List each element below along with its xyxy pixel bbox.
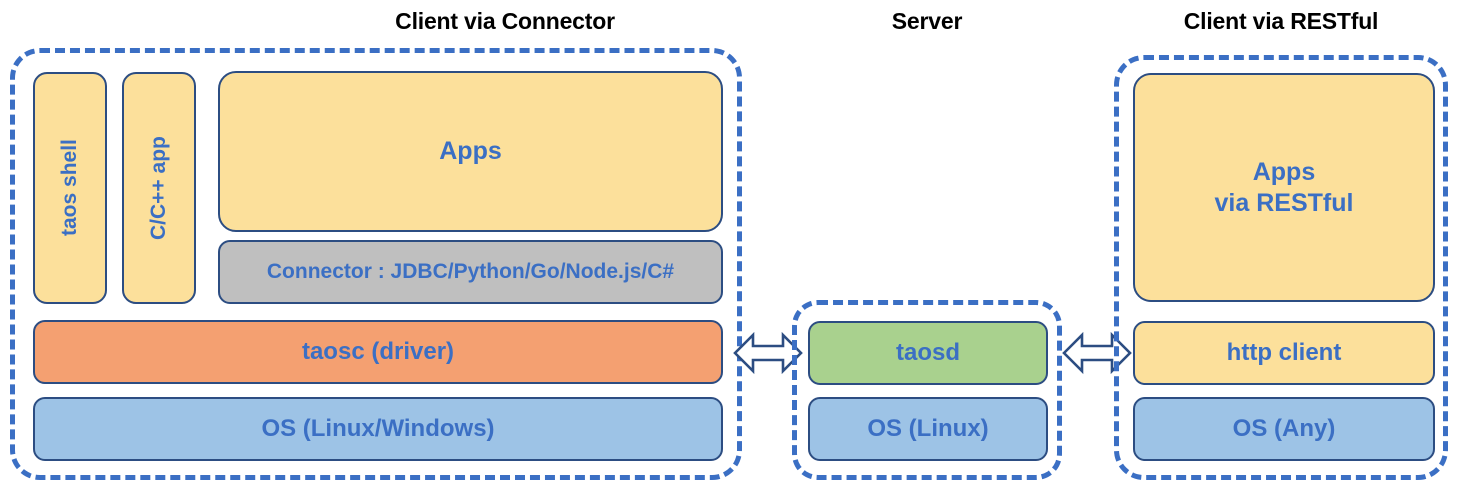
box-os-linux-windows[interactable]: OS (Linux/Windows) bbox=[33, 397, 723, 461]
group-client-via-connector bbox=[10, 48, 742, 480]
group-client-via-restful bbox=[1114, 55, 1448, 480]
box-apps-via-restful[interactable]: Apps via RESTful bbox=[1133, 73, 1435, 302]
box-http-client[interactable]: http client bbox=[1133, 321, 1435, 385]
bidirectional-arrow-server-restful bbox=[1062, 330, 1132, 376]
section-title-client-restful: Client via RESTful bbox=[1183, 8, 1379, 34]
box-taosc-driver[interactable]: taosc (driver) bbox=[33, 320, 723, 384]
section-title-client-connector: Client via Connector bbox=[395, 8, 615, 34]
box-taos-shell[interactable]: taos shell bbox=[33, 72, 107, 304]
box-os-any[interactable]: OS (Any) bbox=[1133, 397, 1435, 461]
box-os-linux[interactable]: OS (Linux) bbox=[808, 397, 1048, 461]
section-title-server: Server bbox=[891, 8, 963, 34]
box-taosd[interactable]: taosd bbox=[808, 321, 1048, 385]
box-c-cpp-app[interactable]: C/C++ app bbox=[122, 72, 196, 304]
box-apps-connector[interactable]: Apps bbox=[218, 71, 723, 232]
bidirectional-arrow-client-server bbox=[733, 330, 803, 376]
group-server bbox=[792, 300, 1062, 480]
box-connector-list[interactable]: Connector : JDBC/Python/Go/Node.js/C# bbox=[218, 240, 723, 304]
